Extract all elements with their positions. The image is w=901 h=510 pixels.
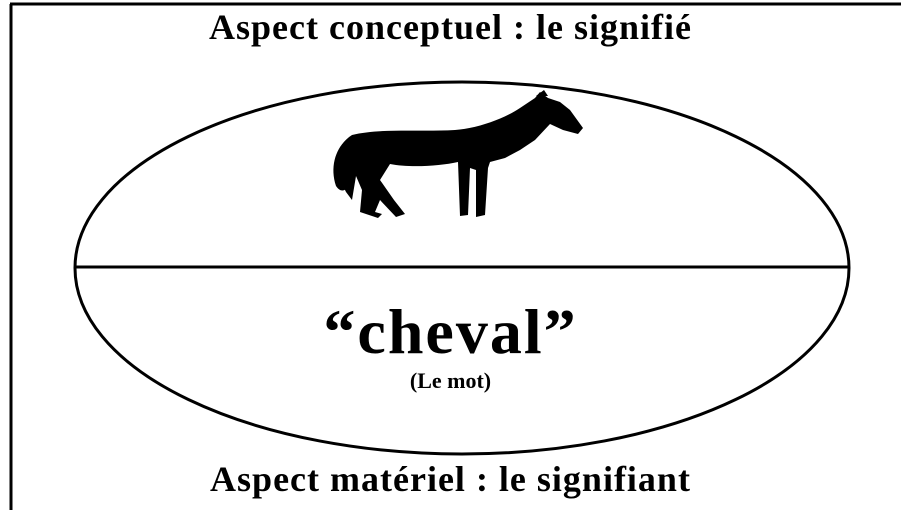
signifier-caption: Aspect matériel : le signifiant — [0, 458, 901, 500]
signified-caption: Aspect conceptuel : le signifié — [0, 6, 901, 48]
word-note: (Le mot) — [0, 368, 901, 394]
word-cheval: “cheval” — [0, 296, 901, 368]
horse-icon — [333, 90, 583, 218]
